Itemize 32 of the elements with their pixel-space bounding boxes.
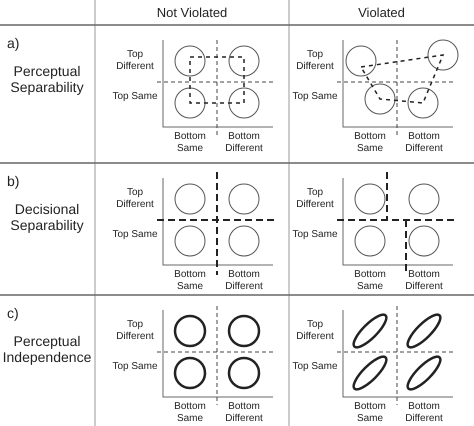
axis-label: Top Same bbox=[111, 361, 159, 372]
axis-label: Bottom Different bbox=[224, 269, 264, 292]
panel-letter: c) bbox=[7, 305, 20, 322]
panel-letter: a) bbox=[7, 35, 20, 52]
axis-label: Bottom Same bbox=[173, 269, 207, 292]
axis-label: Bottom Same bbox=[353, 131, 387, 154]
axis-label: Bottom Different bbox=[404, 401, 444, 424]
axis-label: Top Different bbox=[115, 187, 155, 210]
axis-label: Bottom Different bbox=[404, 131, 444, 154]
axis-label: Top Different bbox=[115, 49, 155, 72]
axis-label: Top Different bbox=[115, 319, 155, 342]
axis-label: Top Same bbox=[291, 361, 339, 372]
axis-label: Bottom Same bbox=[353, 269, 387, 292]
row-title: Perceptual Independence bbox=[2, 333, 92, 366]
row-title: Decisional Separability bbox=[9, 201, 85, 234]
column-header: Not Violated bbox=[156, 6, 228, 21]
axis-label: Bottom Different bbox=[224, 401, 264, 424]
axis-label: Bottom Same bbox=[173, 401, 207, 424]
axis-label: Top Different bbox=[295, 187, 335, 210]
column-header: Violated bbox=[357, 6, 406, 21]
axis-label: Top Same bbox=[111, 91, 159, 102]
axis-label: Top Same bbox=[291, 229, 339, 240]
row-title: Perceptual Separability bbox=[9, 63, 85, 96]
axis-label: Bottom Different bbox=[224, 131, 264, 154]
axis-label: Top Different bbox=[295, 319, 335, 342]
axis-label: Bottom Same bbox=[353, 401, 387, 424]
axis-label: Top Same bbox=[291, 91, 339, 102]
axis-label: Bottom Different bbox=[404, 269, 444, 292]
axis-label: Top Different bbox=[295, 49, 335, 72]
panel-letter: b) bbox=[7, 173, 20, 190]
axis-label: Top Same bbox=[111, 229, 159, 240]
axis-label: Bottom Same bbox=[173, 131, 207, 154]
